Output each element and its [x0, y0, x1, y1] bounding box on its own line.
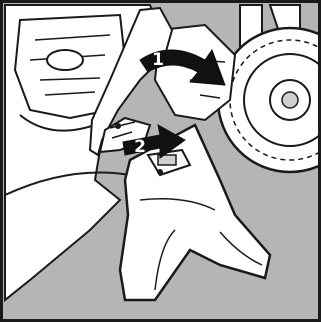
step-1-number: 1 [152, 50, 164, 70]
step-2-number: 2 [134, 137, 146, 157]
engine-cap [47, 50, 83, 70]
